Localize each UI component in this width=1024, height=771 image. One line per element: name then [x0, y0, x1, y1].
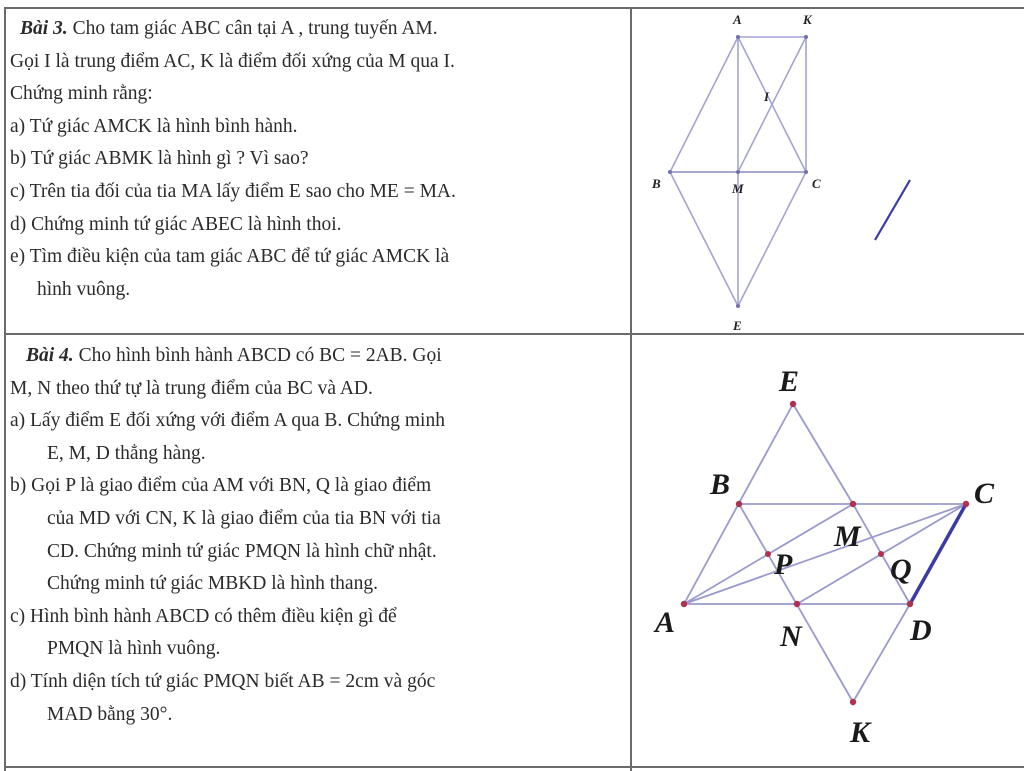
problem-4-part-a-cont: E, M, D thẳng hàng. [47, 442, 206, 464]
point-a [736, 35, 740, 39]
problem-4-text: Bài 4. Cho hình bình hành ABCD có BC = 2… [10, 340, 622, 731]
problem-3-line: Gọi I là trung điểm AC, K là điểm đối xứ… [10, 50, 455, 72]
point-d [906, 600, 914, 608]
problem-4-part-b-cont: CD. Chứng minh tứ giác PMQN là hình chữ … [47, 540, 437, 562]
problem-4-intro: Cho hình bình hành ABCD có BC = 2AB. Gọi [78, 345, 442, 366]
problem-3-part-e: e) Tìm điều kiện của tam giác ABC để tứ … [10, 246, 450, 268]
label-m: M [833, 520, 862, 553]
label-k: K [849, 716, 872, 749]
problem-4-part-d-cont: MAD bằng 30°. [47, 703, 173, 725]
label-d: D [909, 614, 932, 647]
segment-cd [908, 503, 968, 605]
segment-ac [683, 503, 967, 605]
segment-be [669, 171, 739, 307]
segment-km [737, 36, 807, 173]
label-n: N [779, 620, 803, 653]
table-row-divider [4, 333, 1024, 335]
point-c [804, 170, 808, 174]
problem-4-title-line: Bài 4. Cho hình bình hành ABCD có BC = 2… [10, 340, 622, 373]
segment-dk [852, 603, 911, 703]
point-k [849, 698, 857, 706]
problem-3-part-d: d) Chứng minh tứ giác ABEC là hình thoi. [10, 213, 342, 235]
label-i: I [763, 89, 770, 104]
problem-3-text: Bài 3. Cho tam giác ABC cân tại A , trun… [10, 13, 622, 306]
problem-4-part-b-cont: của MD với CN, K là giao điểm của tia BN… [47, 507, 441, 529]
problem-3-figure: A K I B M C E [651, 12, 911, 333]
problem-3-intro: Cho tam giác ABC cân tại A , trung tuyến… [72, 18, 438, 39]
problem-4-part-d: d) Tính diện tích tứ giác PMQN biết AB =… [10, 670, 436, 692]
point-b [735, 500, 743, 508]
point-n [793, 600, 801, 608]
point-b [668, 170, 672, 174]
point-e [789, 400, 797, 408]
point-e [736, 304, 740, 308]
problem-3-part-b: b) Tứ giác ABMK là hình gì ? Vì sao? [10, 148, 309, 170]
problem-3-heading: Bài 3. [20, 18, 68, 39]
problem-3-line: Chứng minh rằng: [10, 83, 153, 105]
table-border-bottom [4, 766, 1024, 768]
label-c: C [974, 477, 995, 510]
label-b: B [651, 176, 661, 191]
point-m [849, 500, 857, 508]
label-k: K [802, 12, 813, 27]
label-c: C [812, 176, 821, 191]
problem-4-figure: E B C M P Q A N D K [653, 365, 995, 749]
point-c [962, 500, 970, 508]
stray-pen-stroke [874, 179, 911, 241]
problem-4-part-b-cont: Chứng minh tứ giác MBKD là hình thang. [47, 573, 378, 595]
point-q [878, 551, 884, 557]
problem-3-title-line: Bài 3. Cho tam giác ABC cân tại A , trun… [10, 13, 622, 46]
problem-4-part-c-cont: PMQN là hình vuông. [47, 638, 221, 660]
label-a: A [732, 12, 742, 27]
table-border-left [4, 7, 6, 771]
label-e: E [732, 318, 742, 333]
segment-ce [737, 171, 807, 307]
label-m: M [731, 181, 744, 196]
label-e: E [778, 365, 799, 398]
segment-em [792, 403, 854, 505]
table-column-divider [630, 7, 632, 771]
problem-3-part-e-cont: hình vuông. [37, 278, 131, 300]
point-k [804, 35, 808, 39]
table-border-top [4, 7, 1024, 9]
label-b: B [709, 468, 730, 501]
problem-3-part-c: c) Trên tia đối của tia MA lấy điểm E sa… [10, 180, 456, 202]
point-a [680, 600, 688, 608]
label-p: P [773, 548, 793, 581]
label-a: A [653, 606, 675, 639]
label-q: Q [890, 553, 912, 586]
problem-4-part-b: b) Gọi P là giao điểm của AM với BN, Q l… [10, 475, 432, 497]
problem-4-part-a: a) Lấy điểm E đối xứng với điểm A qua B.… [10, 410, 445, 432]
point-m [736, 170, 740, 174]
problem-4-part-c: c) Hình bình hành ABCD có thêm điều kiện… [10, 605, 397, 627]
point-p [765, 551, 771, 557]
problem-4-heading: Bài 4. [26, 345, 74, 366]
problem-4-line: M, N theo thứ tự là trung điểm của BC và… [10, 377, 373, 399]
problem-3-part-a: a) Tứ giác AMCK là hình bình hành. [10, 115, 298, 137]
segment-ab [669, 36, 739, 173]
